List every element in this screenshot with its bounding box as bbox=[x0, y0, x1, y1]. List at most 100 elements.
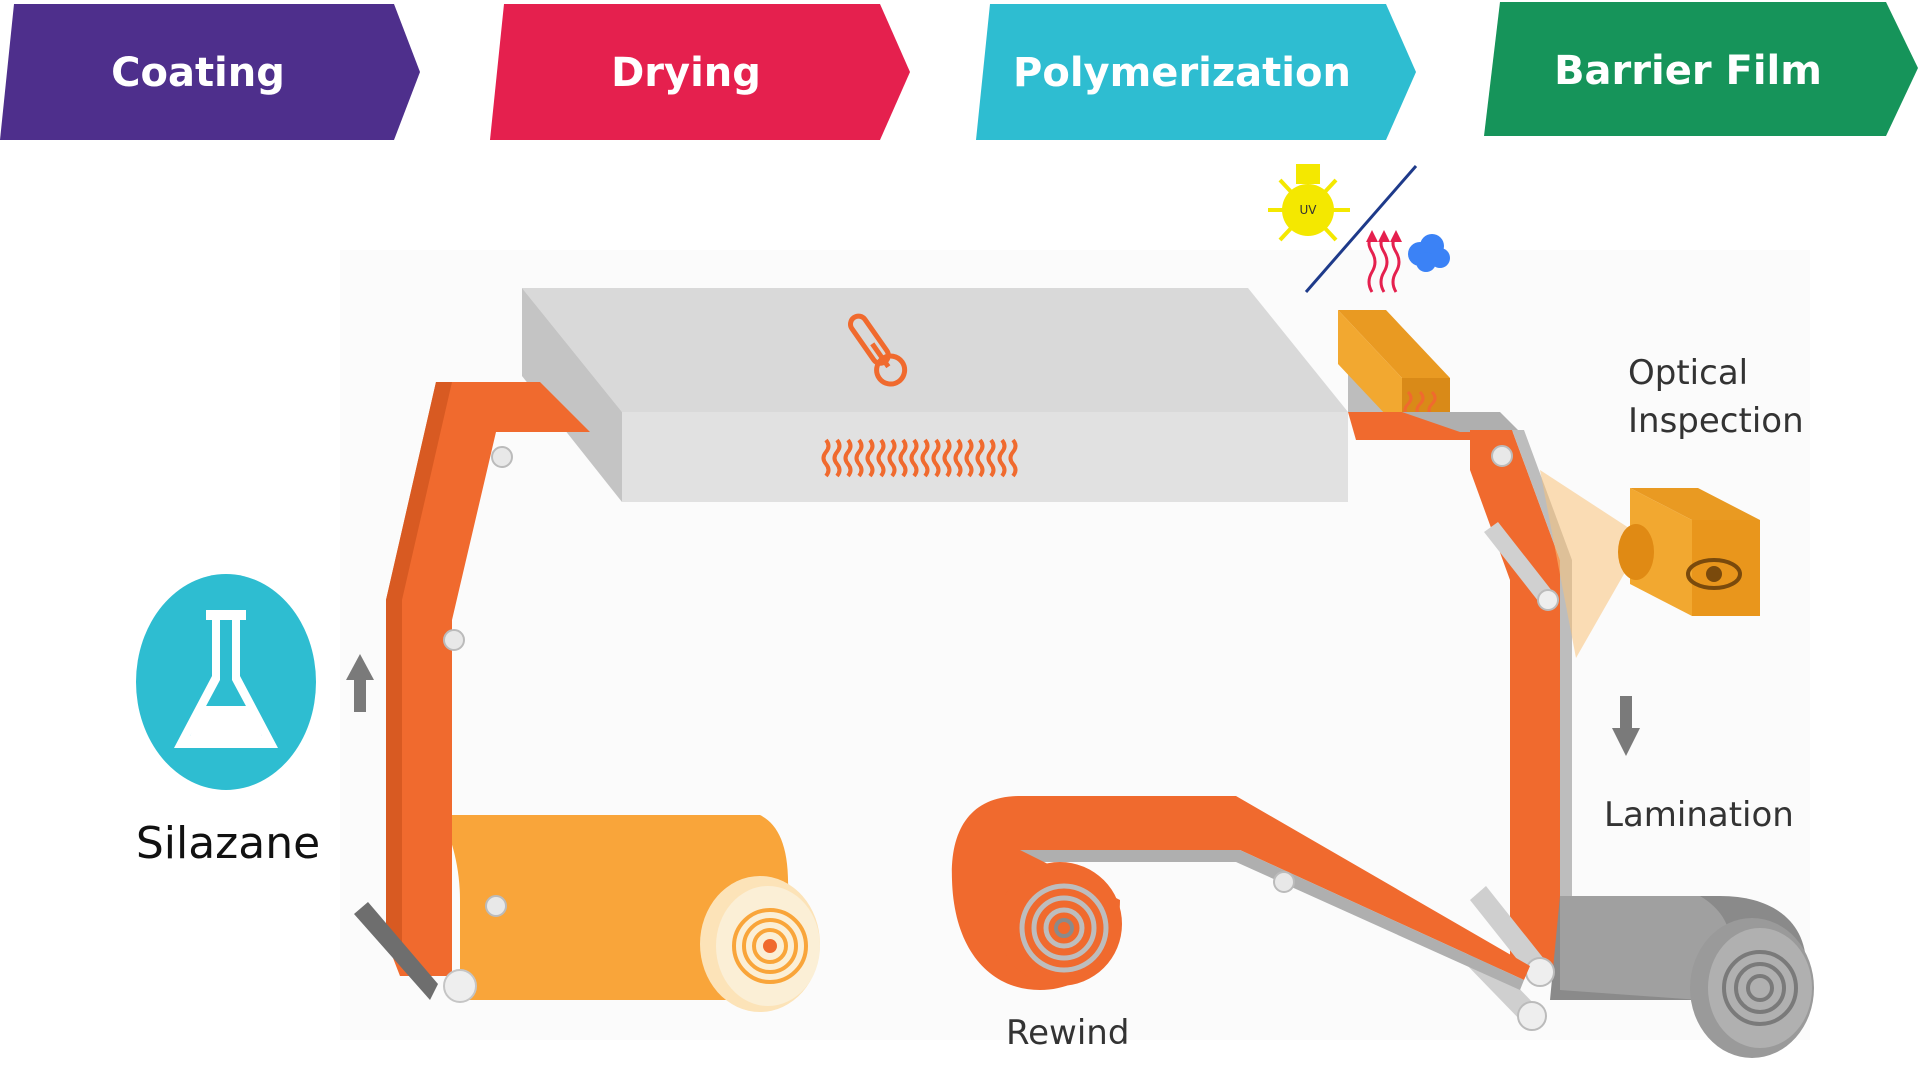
heat-wave-line bbox=[843, 438, 853, 478]
stage-barrier-film-chevron bbox=[1484, 2, 1918, 136]
lamination-roll-spiral-3 bbox=[1746, 974, 1774, 1002]
rewind-spiral-3 bbox=[1043, 907, 1085, 949]
camera-lens bbox=[1618, 524, 1654, 580]
uv-bulb-icon: UV bbox=[1268, 164, 1350, 242]
flask-icon bbox=[174, 610, 278, 748]
roller-1 bbox=[491, 446, 513, 468]
rewind-spiral-4 bbox=[1054, 918, 1074, 938]
heat-wave-line bbox=[986, 438, 996, 478]
stage-barrier-film: Barrier Film bbox=[1484, 2, 1918, 136]
silazane-group: Silazane bbox=[136, 574, 320, 869]
thermometer-icon bbox=[847, 313, 908, 387]
feed-roll-core bbox=[763, 939, 777, 953]
rewind-spiral-2 bbox=[1031, 895, 1097, 961]
heat-wave-line bbox=[964, 438, 974, 478]
feed-roll bbox=[700, 876, 820, 1012]
polymerization-unit: UV bbox=[1268, 164, 1520, 440]
lamination-roll-spiral-1 bbox=[1722, 950, 1798, 1026]
roller-3 bbox=[485, 895, 507, 917]
rewind-section bbox=[951, 796, 1530, 990]
arrow-up-icon bbox=[346, 654, 374, 712]
roller-7 bbox=[1525, 957, 1555, 987]
stage-coating-label: Coating bbox=[111, 50, 285, 96]
stage-drying: Drying bbox=[490, 4, 910, 140]
roller-6 bbox=[1537, 589, 1559, 611]
uv-heater-block-top bbox=[1338, 310, 1450, 378]
heat-wave-line bbox=[821, 438, 831, 478]
roller-9 bbox=[1273, 871, 1295, 893]
stage-polymerization-chevron bbox=[976, 4, 1416, 140]
eye-icon bbox=[1686, 558, 1742, 590]
lamination-roll bbox=[1690, 918, 1814, 1058]
heat-wave-line bbox=[953, 438, 963, 478]
film-after-heater-gray bbox=[1402, 412, 1520, 432]
heat-wave-line bbox=[832, 438, 842, 478]
heat-wave-line bbox=[865, 438, 875, 478]
silazane-label: Silazane bbox=[136, 818, 320, 869]
camera-body-side bbox=[1692, 520, 1760, 616]
film-to-rewind bbox=[1020, 796, 1530, 980]
lamination-roll-spiral-2 bbox=[1734, 962, 1786, 1014]
uv-label: UV bbox=[1300, 203, 1318, 217]
roller-4 bbox=[443, 969, 477, 1003]
camera-light-cone bbox=[1540, 470, 1632, 658]
optical-camera-icon bbox=[1540, 470, 1760, 658]
roller-bar-2 bbox=[1470, 886, 1548, 978]
cloud-icon bbox=[1408, 234, 1450, 272]
roller-2 bbox=[443, 629, 465, 651]
rewind-spiral-1 bbox=[1019, 883, 1109, 973]
heat-wave-line bbox=[876, 438, 886, 478]
heat-wave-line bbox=[909, 438, 919, 478]
heat-arrowheads bbox=[1366, 230, 1402, 242]
stage-barrier-film-label: Barrier Film bbox=[1554, 48, 1822, 94]
film-right-descent bbox=[1470, 430, 1560, 980]
heat-wave-line bbox=[920, 438, 930, 478]
lamination-film-shade bbox=[1560, 896, 1730, 1000]
uv-heater-block-front bbox=[1338, 310, 1402, 432]
roller-bar-1 bbox=[1484, 522, 1556, 606]
feed-roll-spiral-3 bbox=[752, 928, 788, 964]
stage-polymerization-label: Polymerization bbox=[1013, 50, 1351, 96]
heat-wave-line bbox=[997, 438, 1007, 478]
feed-roll-spiral-2 bbox=[742, 918, 798, 974]
stage-polymerization: Polymerization bbox=[976, 4, 1416, 140]
film-path-left bbox=[346, 382, 820, 1012]
oven-top-face bbox=[522, 288, 1348, 412]
stage-coating-chevron bbox=[0, 4, 420, 140]
oven-front-face bbox=[622, 412, 1348, 502]
heat-wave-line bbox=[887, 438, 897, 478]
divider-line bbox=[1304, 165, 1418, 293]
heat-wave-line bbox=[854, 438, 864, 478]
stage-coating: Coating bbox=[0, 4, 420, 140]
heat-wave-line bbox=[931, 438, 941, 478]
drying-oven bbox=[522, 288, 1348, 502]
rewind-roll bbox=[951, 796, 1122, 990]
lamination-label: Lamination bbox=[1604, 795, 1794, 835]
coating-blade bbox=[354, 902, 438, 1000]
optical-inspection-label-2: Inspection bbox=[1628, 401, 1804, 441]
eye-pupil bbox=[1706, 566, 1722, 582]
roller-8 bbox=[1517, 1001, 1547, 1031]
arrow-down-icon bbox=[1612, 696, 1640, 756]
camera-body-front bbox=[1630, 488, 1692, 616]
film-path-right bbox=[1462, 430, 1814, 1058]
heat-wave-line bbox=[975, 438, 985, 478]
rewind-label: Rewind bbox=[1006, 1013, 1129, 1053]
oven-left-face bbox=[522, 288, 622, 502]
feed-roll-spiral-1 bbox=[732, 908, 808, 984]
heat-waves-icon bbox=[821, 438, 1018, 478]
heat-wave-line bbox=[1008, 438, 1018, 478]
film-coated-edge bbox=[386, 382, 452, 960]
stage-drying-label: Drying bbox=[611, 50, 761, 96]
roller-5 bbox=[1491, 445, 1513, 467]
heat-arrows-icon bbox=[1367, 236, 1401, 293]
stage-drying-chevron bbox=[490, 4, 910, 140]
heat-wave-line bbox=[898, 438, 908, 478]
camera-body-top bbox=[1630, 488, 1760, 520]
heat-wave-line bbox=[942, 438, 952, 478]
film-to-rewind-edge bbox=[1020, 850, 1524, 990]
optical-inspection-label-1: Optical bbox=[1628, 353, 1748, 393]
film-coated-up bbox=[386, 382, 590, 976]
